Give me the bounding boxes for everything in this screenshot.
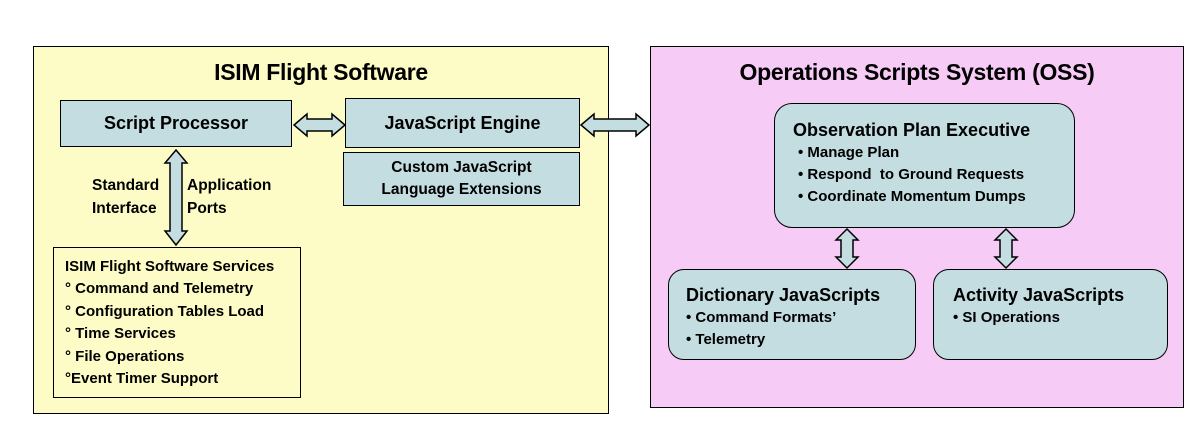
standard-interface-label: Standard Interface [92,174,159,220]
activity-list: • SI Operations [953,307,1167,329]
dictionary-title: Dictionary JavaScripts [686,285,881,305]
javascript-engine-label: JavaScript Engine [384,112,541,133]
dictionary-javascripts-box: Dictionary JavaScripts • Command Formats… [668,269,916,360]
oss-panel-title: Operations Scripts System (OSS) [739,59,1095,85]
script-processor-label: Script Processor [103,113,249,133]
dictionary-item: • Telemetry [686,331,766,348]
standard-interface-line-1: Standard [92,177,160,194]
application-ports-line-1: Application [187,177,272,194]
extensions-line-2: Language Extensions [381,181,542,198]
processor-services-arrow [163,148,189,247]
engine-oss-arrow [579,112,651,138]
isim-panel-title: ISIM Flight Software [214,59,428,85]
processor-engine-arrow [292,112,347,138]
services-item: °Event Timer Support [65,370,219,387]
standard-interface-line-2: Interface [92,200,157,217]
application-ports-label: Application Ports [187,174,271,220]
language-extensions-box: Custom JavaScript Language Extensions [343,152,580,206]
dictionary-item: • Command Formats’ [686,309,837,326]
services-title: ISIM Flight Software Services [65,258,275,275]
executive-list: • Manage Plan • Respond to Ground Reques… [793,142,1074,208]
executive-title: Observation Plan Executive [793,120,1031,140]
executive-dictionary-arrow [834,227,860,270]
extensions-line-1: Custom JavaScript [391,159,532,176]
executive-item: • Manage Plan [798,144,900,161]
activity-javascripts-box: Activity JavaScripts • SI Operations [933,269,1168,360]
executive-item: • Coordinate Momentum Dumps [798,188,1026,205]
services-list: ° Command and Telemetry ° Configuration … [65,278,300,391]
script-processor-box: Script Processor [60,100,292,147]
application-ports-line-2: Ports [187,200,227,217]
services-item: ° Command and Telemetry [65,280,254,297]
services-item: ° Time Services [65,325,176,342]
services-item: ° File Operations [65,347,185,365]
observation-plan-executive-box: Observation Plan Executive • Manage Plan… [774,103,1075,228]
executive-item: • Respond to Ground Requests [798,166,1025,183]
executive-activity-arrow [993,227,1019,270]
services-item: ° Configuration Tables Load [65,302,265,320]
flight-software-services-box: ISIM Flight Software Services ° Command … [53,247,301,398]
activity-title: Activity JavaScripts [953,285,1125,305]
dictionary-list: • Command Formats’ • Telemetry [686,307,915,351]
activity-item: • SI Operations [953,309,1060,326]
javascript-engine-box: JavaScript Engine [345,98,580,148]
